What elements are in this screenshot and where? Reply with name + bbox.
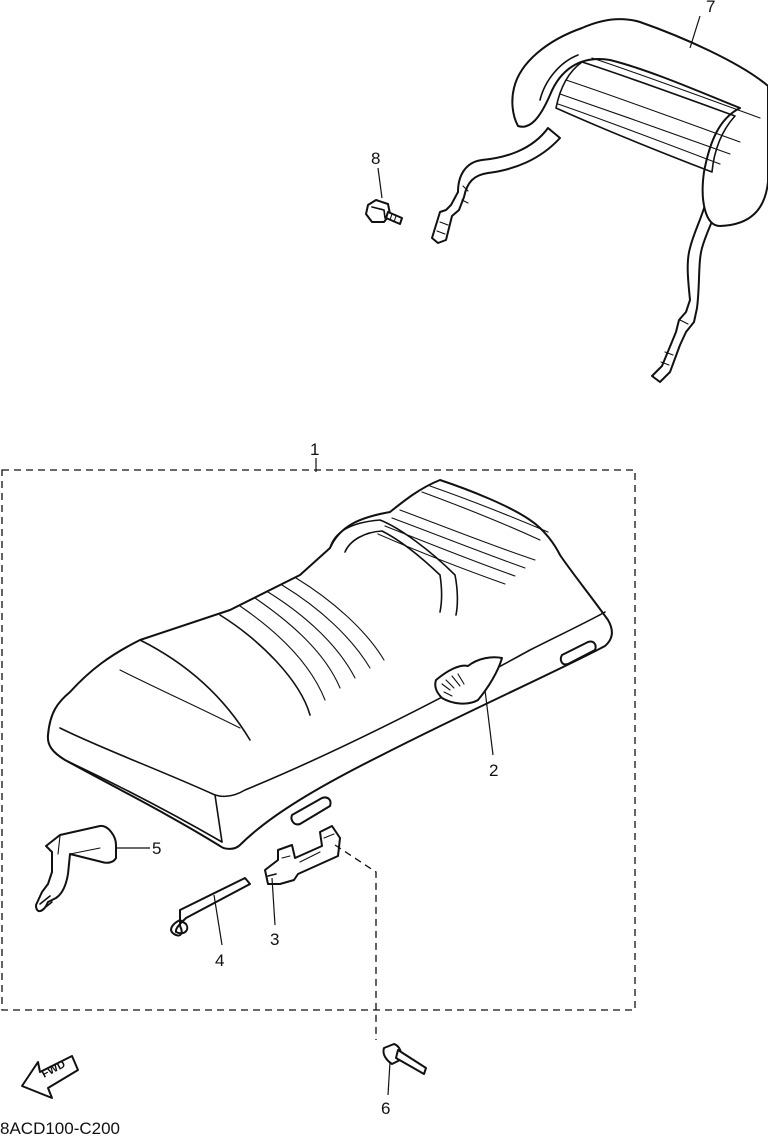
callout-4: 4	[215, 951, 224, 970]
leader-2	[484, 689, 494, 756]
leader-4	[213, 894, 223, 946]
drawing-code: 8ACD100-C200	[0, 1119, 120, 1136]
leader-3	[271, 877, 276, 926]
callout-8: 8	[371, 149, 380, 168]
callout-6: 6	[381, 1099, 390, 1118]
leader-7	[689, 15, 701, 49]
seat-assembly-boundary	[1, 469, 636, 1011]
seat-hook-stay	[35, 824, 117, 913]
callout-1: 1	[310, 440, 319, 459]
seat	[46, 479, 613, 850]
backrest	[431, 18, 768, 383]
rivet-alignment-line	[334, 844, 377, 1040]
callout-2: 2	[489, 761, 498, 780]
fwd-arrow-icon: FWD	[21, 1055, 79, 1099]
callout-3: 3	[270, 930, 279, 949]
seat-lock-rod	[170, 877, 251, 937]
callout-7: 7	[706, 0, 715, 16]
seat-lock-bracket	[264, 825, 341, 885]
seat-tear-patch	[434, 656, 503, 705]
rivet-6	[382, 1043, 427, 1075]
callout-5: 5	[152, 839, 161, 858]
bolt-8	[365, 199, 403, 225]
leader-8	[377, 167, 383, 199]
leader-6	[387, 1061, 391, 1096]
